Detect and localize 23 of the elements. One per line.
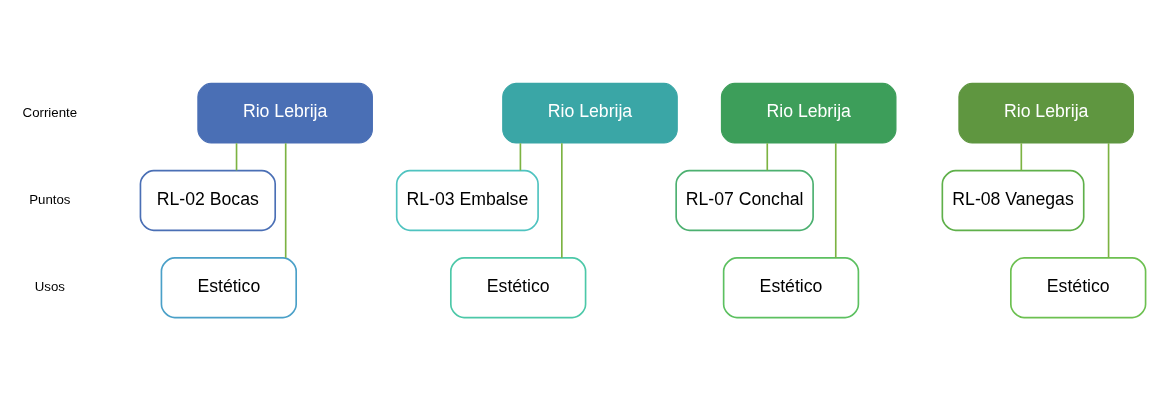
node-box: Rio Lebrija <box>197 82 373 144</box>
node-box: Rio Lebrija <box>720 82 897 144</box>
connector <box>766 142 769 172</box>
label: Usos <box>34 279 65 295</box>
node-box: Estético <box>450 257 587 319</box>
node-box: RL-08 Vanegas <box>941 169 1085 232</box>
node-box: Estético <box>722 257 860 319</box>
connector <box>1107 142 1110 259</box>
node-box: RL-03 Embalse <box>395 169 539 232</box>
connector <box>284 142 287 259</box>
node-box: Estético <box>160 257 297 319</box>
connector <box>519 142 522 172</box>
label: Puntos <box>29 191 71 207</box>
node-box: Estético <box>1010 257 1147 319</box>
node-box: Rio Lebrija <box>958 82 1134 144</box>
node-box: RL-02 Bocas <box>139 169 277 232</box>
connector <box>834 142 837 259</box>
node-box: Rio Lebrija <box>502 82 678 144</box>
node-box: RL-07 Conchal <box>675 169 814 232</box>
connector <box>1020 142 1023 172</box>
connector <box>235 142 238 172</box>
connector <box>561 142 563 259</box>
label: Corriente <box>22 104 78 120</box>
